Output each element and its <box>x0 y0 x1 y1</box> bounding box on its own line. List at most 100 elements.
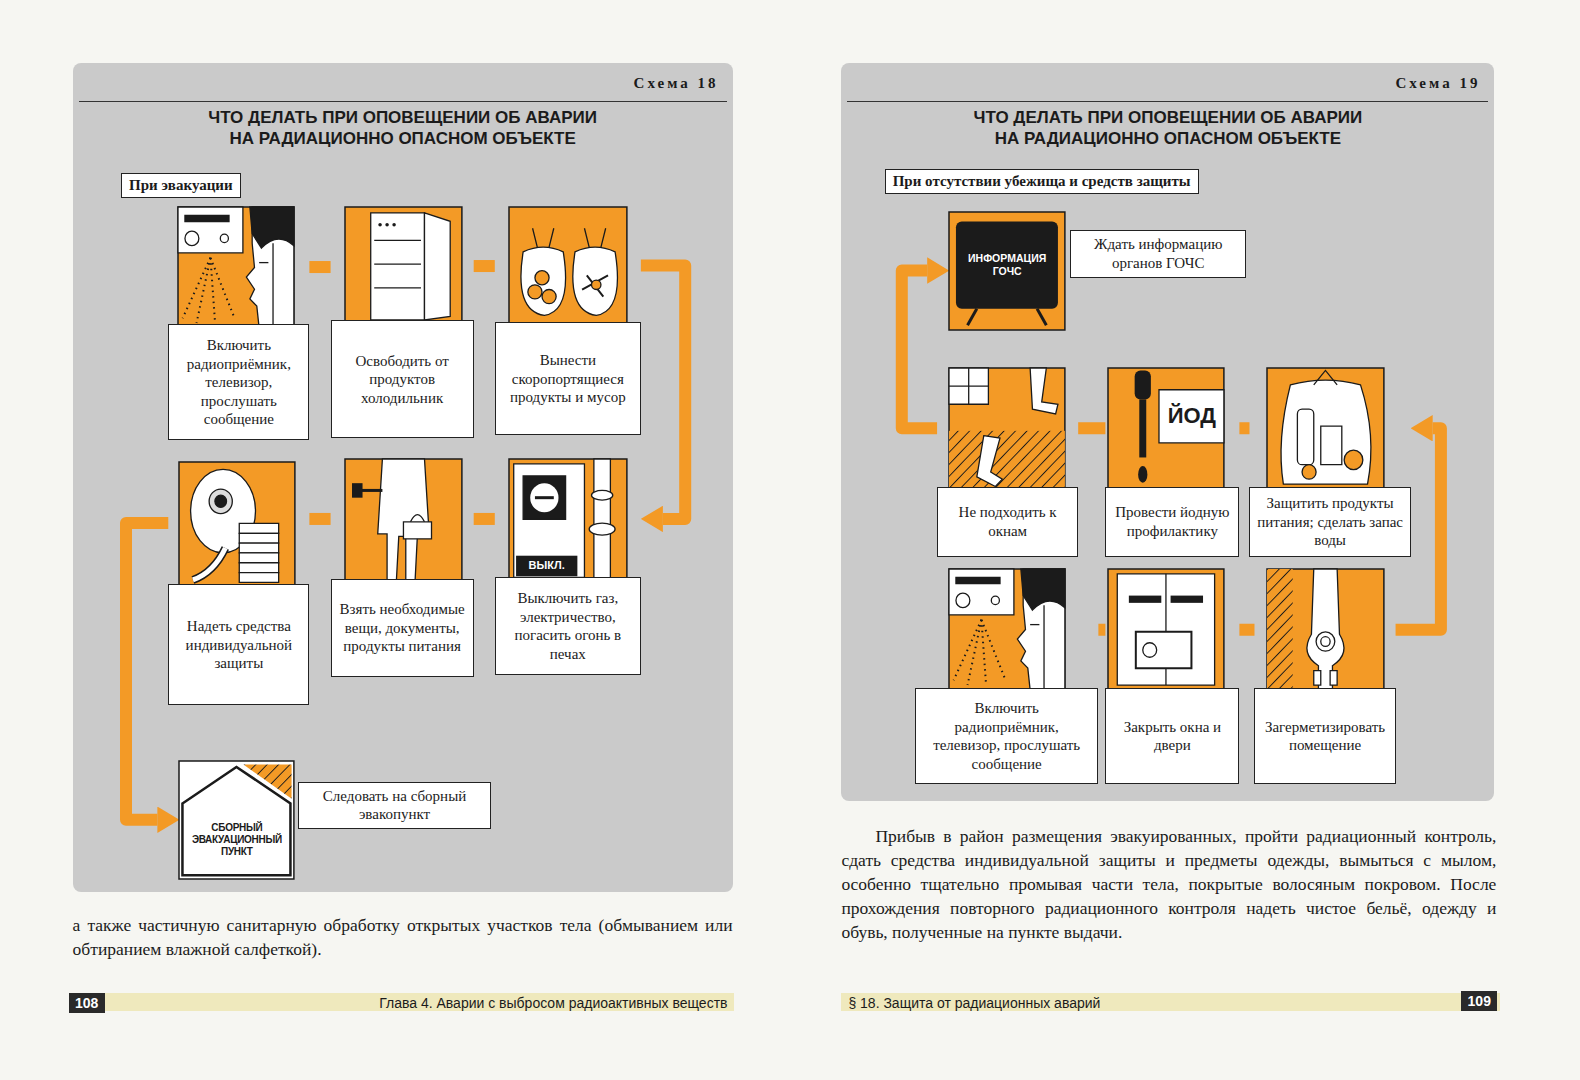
case-heading: При эвакуации <box>121 173 241 198</box>
step-node: СБОРНЫЙ ЭВАКУАЦИОННЫЙ ПУНКТСледовать на … <box>179 761 490 879</box>
icon-ground <box>1108 569 1224 690</box>
hair <box>250 207 294 248</box>
schema-number: Схема 19 <box>1395 75 1480 92</box>
pipe-joint <box>591 490 612 500</box>
roof-hatch <box>244 764 292 798</box>
page-number: 109 <box>1461 991 1497 1011</box>
shelf <box>374 263 421 264</box>
fruit <box>535 270 549 284</box>
sound-ray <box>183 257 211 317</box>
sound-ray <box>982 620 987 685</box>
leg <box>1030 368 1058 414</box>
sound-ray <box>968 620 982 685</box>
caption-box: Загерметизировать помещение <box>1254 688 1395 784</box>
step-caption: Вынести скоропортящиеся продукты и мусор <box>502 351 634 407</box>
switch-panel <box>514 463 585 577</box>
icon-ground <box>949 569 1065 690</box>
face-line <box>273 243 274 328</box>
switch-lever <box>535 496 554 499</box>
step-node: Загерметизировать помещение <box>1254 569 1395 784</box>
dropper-bulb <box>1135 370 1151 399</box>
eye <box>259 262 268 263</box>
icon-ground <box>1267 368 1384 489</box>
caption-box: Включить радиоприёмник, телевизор, просл… <box>168 324 309 440</box>
label-plate <box>1159 390 1224 443</box>
step-picture <box>345 207 462 326</box>
caption-box: Взять необходимые вещи, документы, проду… <box>331 579 474 677</box>
flow-arrow <box>309 261 330 273</box>
heading-rule <box>847 101 1488 102</box>
fruit <box>1302 465 1316 480</box>
picture-text: ЙОД <box>1162 394 1222 438</box>
bag-tie <box>532 228 553 247</box>
dropper-tube <box>1140 399 1147 457</box>
sound-ray <box>982 620 1005 678</box>
filter-ring <box>240 543 279 553</box>
filter-ring <box>240 523 279 533</box>
switch-label-plate <box>516 555 577 576</box>
bottle <box>1297 409 1313 465</box>
flow-arrow <box>474 260 495 272</box>
sound-ray <box>954 620 982 680</box>
picture-text: ИНФОРМАЦИЯ ГОЧС <box>958 228 1055 301</box>
tv-leg <box>1037 308 1046 325</box>
running-footer: Глава 4. Аварии с выбросом радиоактивных… <box>302 993 727 1013</box>
caption-box: Защитить продукты питания; сделать запас… <box>1249 487 1410 558</box>
radio-knob <box>185 231 199 246</box>
window-bar <box>949 385 988 386</box>
latch <box>1129 596 1161 603</box>
floor-hatch <box>949 431 1065 489</box>
picture-text: ВЫКЛ. <box>516 555 577 576</box>
mask-eyepiece <box>215 495 227 507</box>
coat-figure <box>377 459 428 580</box>
step-picture <box>1267 368 1384 489</box>
step-caption: Выключить газ, электричество, погасить о… <box>502 589 634 663</box>
icon-ground <box>178 207 294 328</box>
schema-number: Схема 18 <box>634 75 719 92</box>
nozzle <box>1313 671 1320 686</box>
icon-ground <box>1267 569 1384 690</box>
handbag <box>403 521 431 538</box>
waste <box>582 275 608 296</box>
carton <box>1320 426 1341 465</box>
leg <box>977 435 1002 486</box>
sound-ray <box>211 257 234 315</box>
shelf <box>374 287 421 288</box>
sealing-tube <box>1307 569 1344 690</box>
step-node: Вынести скоропортящиеся продукты и мусор <box>495 207 641 436</box>
step-node: Освободить от продуктов холодильник <box>331 207 474 439</box>
waste <box>591 280 600 289</box>
house-outline <box>183 767 291 875</box>
switch-dial <box>530 483 558 512</box>
coil <box>1316 632 1335 651</box>
face-line <box>1044 606 1045 691</box>
case-heading: При отсутствии убежища и средств защиты <box>885 169 1199 194</box>
bag <box>573 247 618 315</box>
bag-tie <box>584 228 605 247</box>
flow-arrow <box>1098 624 1105 636</box>
scheme-panel: Схема 19ЧТО ДЕЛАТЬ ПРИ ОПОВЕЩЕНИИ ОБ АВА… <box>841 63 1494 802</box>
step-picture <box>179 462 295 585</box>
heading-rule <box>79 101 727 102</box>
arm <box>361 488 382 491</box>
caption-box: Следовать на сборный эвакопункт <box>298 782 491 829</box>
step-node: Закрыть окна и двери <box>1105 569 1239 784</box>
radio-knob <box>956 593 970 608</box>
step-picture <box>509 459 627 580</box>
caption-box: Выключить газ, электричество, погасить о… <box>495 577 641 675</box>
filter-ring <box>240 533 279 543</box>
gas-pipe <box>594 459 611 580</box>
filter-ring <box>240 552 279 562</box>
step-node: ВЫКЛ. Выключить газ, электричество, погас… <box>495 459 641 676</box>
icon-ground <box>949 212 1065 330</box>
icon-ground <box>345 207 462 326</box>
icon-ground <box>509 459 627 580</box>
step-picture <box>949 368 1065 489</box>
face-profile <box>247 207 295 328</box>
step-node: Защитить продукты питания; сделать запас… <box>1249 368 1410 557</box>
body-text: Прибыв в район размещения эвакуированных… <box>841 824 1496 965</box>
food-bag <box>1281 380 1371 484</box>
radio-panel <box>185 215 229 221</box>
caption-box: Вынести скоропортящиеся продукты и мусор <box>495 322 641 435</box>
fridge-door <box>424 213 450 320</box>
